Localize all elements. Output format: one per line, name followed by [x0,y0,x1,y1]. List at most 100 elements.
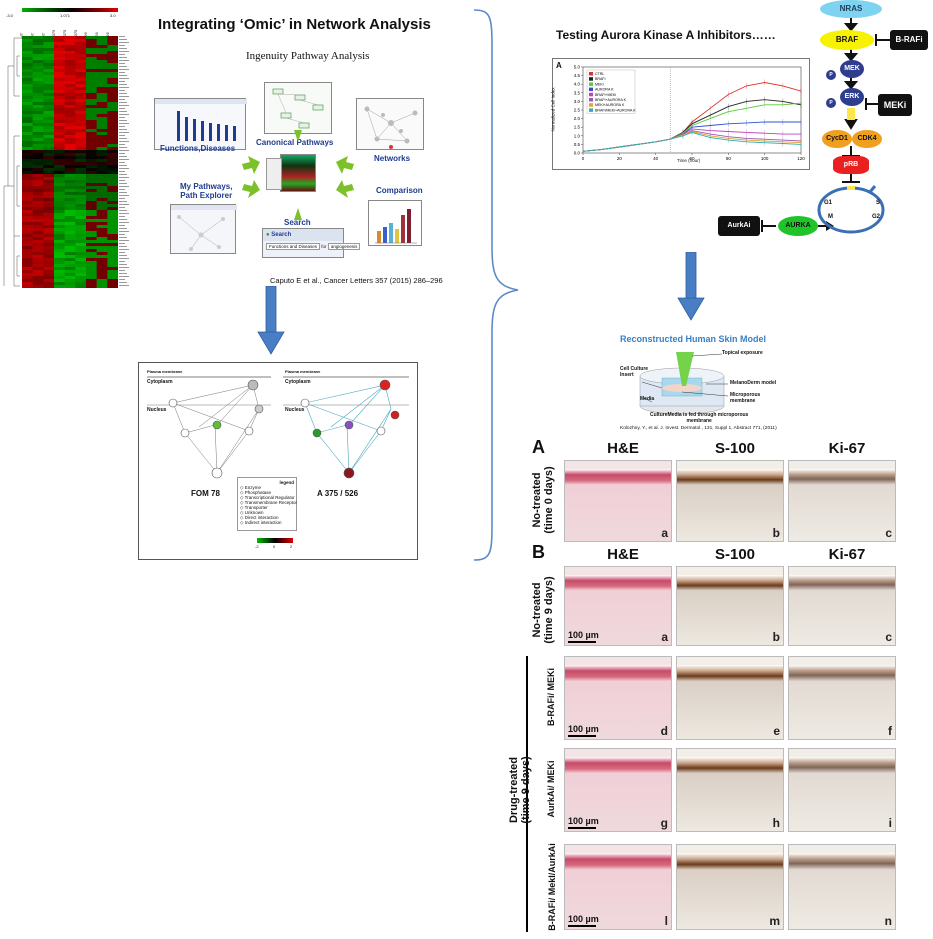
histology-panel-letter: m [769,914,780,928]
heatmap-cell [22,96,33,100]
heatmap-row-tick [119,93,127,94]
heatmap-cell [107,147,118,151]
heatmap-cell [43,42,55,46]
heatmap-cell [64,69,76,73]
heatmap-cell [96,60,108,64]
heatmap-cell [96,51,108,55]
heatmap-cell [43,258,55,262]
heatmap-cell [43,81,55,85]
heatmap-cell [75,258,87,262]
search-input[interactable]: angiogenesis [327,243,361,250]
heatmap-cell [54,126,65,130]
heatmap-cell [54,216,65,220]
heatmap-cell [54,99,65,103]
aurora-x-tick-label: 20 [617,156,623,161]
heatmap-row-tick [119,99,125,100]
heatmap-cell [75,225,87,229]
histology-panel-letter: f [888,724,892,738]
center-network-thumb [266,158,282,190]
heatmap-cell [54,63,65,67]
prb-node: pRB [833,156,869,174]
heatmap-cell [75,252,87,256]
cytoplasm-left: Cytoplasm [147,379,173,385]
heatmap-cell [43,123,55,127]
heatmap-cell [64,72,76,76]
heatmap-cell [22,231,33,235]
heatmap-cell [22,255,33,259]
histology-panel-letter: a [661,630,668,644]
heatmap-cell [54,45,65,49]
heatmap-cell [32,222,44,226]
heatmap-cell [54,138,65,142]
search-dropdown[interactable]: Functions and Diseases [266,243,321,250]
histology-panel: c [788,566,896,646]
heatmap-cell [32,249,44,253]
heatmap-cell [96,162,108,166]
heatmap-cell [32,126,44,130]
heatmap-cell [32,78,44,82]
heatmap-cell [54,246,65,250]
heatmap-cell [107,111,118,115]
heatmap-cell [43,243,55,247]
heatmap-row-tick [119,120,127,121]
heatmap-cell [96,168,108,172]
heatmap-cell [86,111,97,115]
heatmap-row-labels [118,36,130,288]
curly-brace [473,9,519,561]
heatmap-scale-mid: 1.071 [60,13,71,18]
heatmap-cell [75,84,87,88]
heatmap-cell [86,144,97,148]
aurora-legend-swatch [589,72,593,76]
heatmap-cell [22,195,33,199]
aurora-y-tick-label: 3.5 [574,90,581,95]
heatmap-cell [54,285,65,288]
heatmap-cell [96,72,108,76]
heatmap-row-tick [119,174,127,175]
heatmap-cell [107,177,118,181]
hist-col-he-a: H&E [607,440,639,457]
heatmap-cell [32,81,44,85]
heatmap-cell [54,258,65,262]
heatmap-cell [75,174,87,178]
heatmap-cell [96,252,108,256]
heatmap-cell [64,273,76,277]
heatmap-cell [75,132,87,136]
blue-arrow-to-skin [677,252,705,321]
histology-panel: b [676,566,784,646]
heatmap-cell [54,204,65,208]
heatmap-cell [107,156,118,160]
heatmap-cell [32,201,44,205]
heatmap-cell [54,273,65,277]
heatmap-cell [107,252,118,256]
heatmap-cell [43,84,55,88]
heatmap-cell [86,102,97,106]
heatmap-cell [86,207,97,211]
heatmap-cell [54,147,65,151]
heatmap-cell [43,72,55,76]
heatmap-cell [86,96,97,100]
heatmap-cell [32,171,44,175]
heatmap-row-tick [119,36,125,37]
heatmap-cell [96,93,108,97]
histology-tissue [677,574,783,645]
aurora-y-tick-label: 3.0 [574,99,581,104]
heatmap-cell [64,177,76,181]
heatmap-cell [107,159,118,163]
heatmap-cell [107,141,118,145]
heatmap-cell [107,75,118,79]
heatmap-cell [22,66,33,70]
heatmap-cell [32,48,44,52]
heatmap-cell [22,63,33,67]
heatmap-cell [54,270,65,274]
green-arrows [242,130,354,220]
heatmap-cell [75,114,87,118]
heatmap-cell [75,201,87,205]
histology-tissue [677,757,783,831]
heatmap-cell [75,156,87,160]
skin-topical-label: Topical exposure [722,350,763,356]
heatmap-cell [107,168,118,172]
heatmap-cell [22,171,33,175]
